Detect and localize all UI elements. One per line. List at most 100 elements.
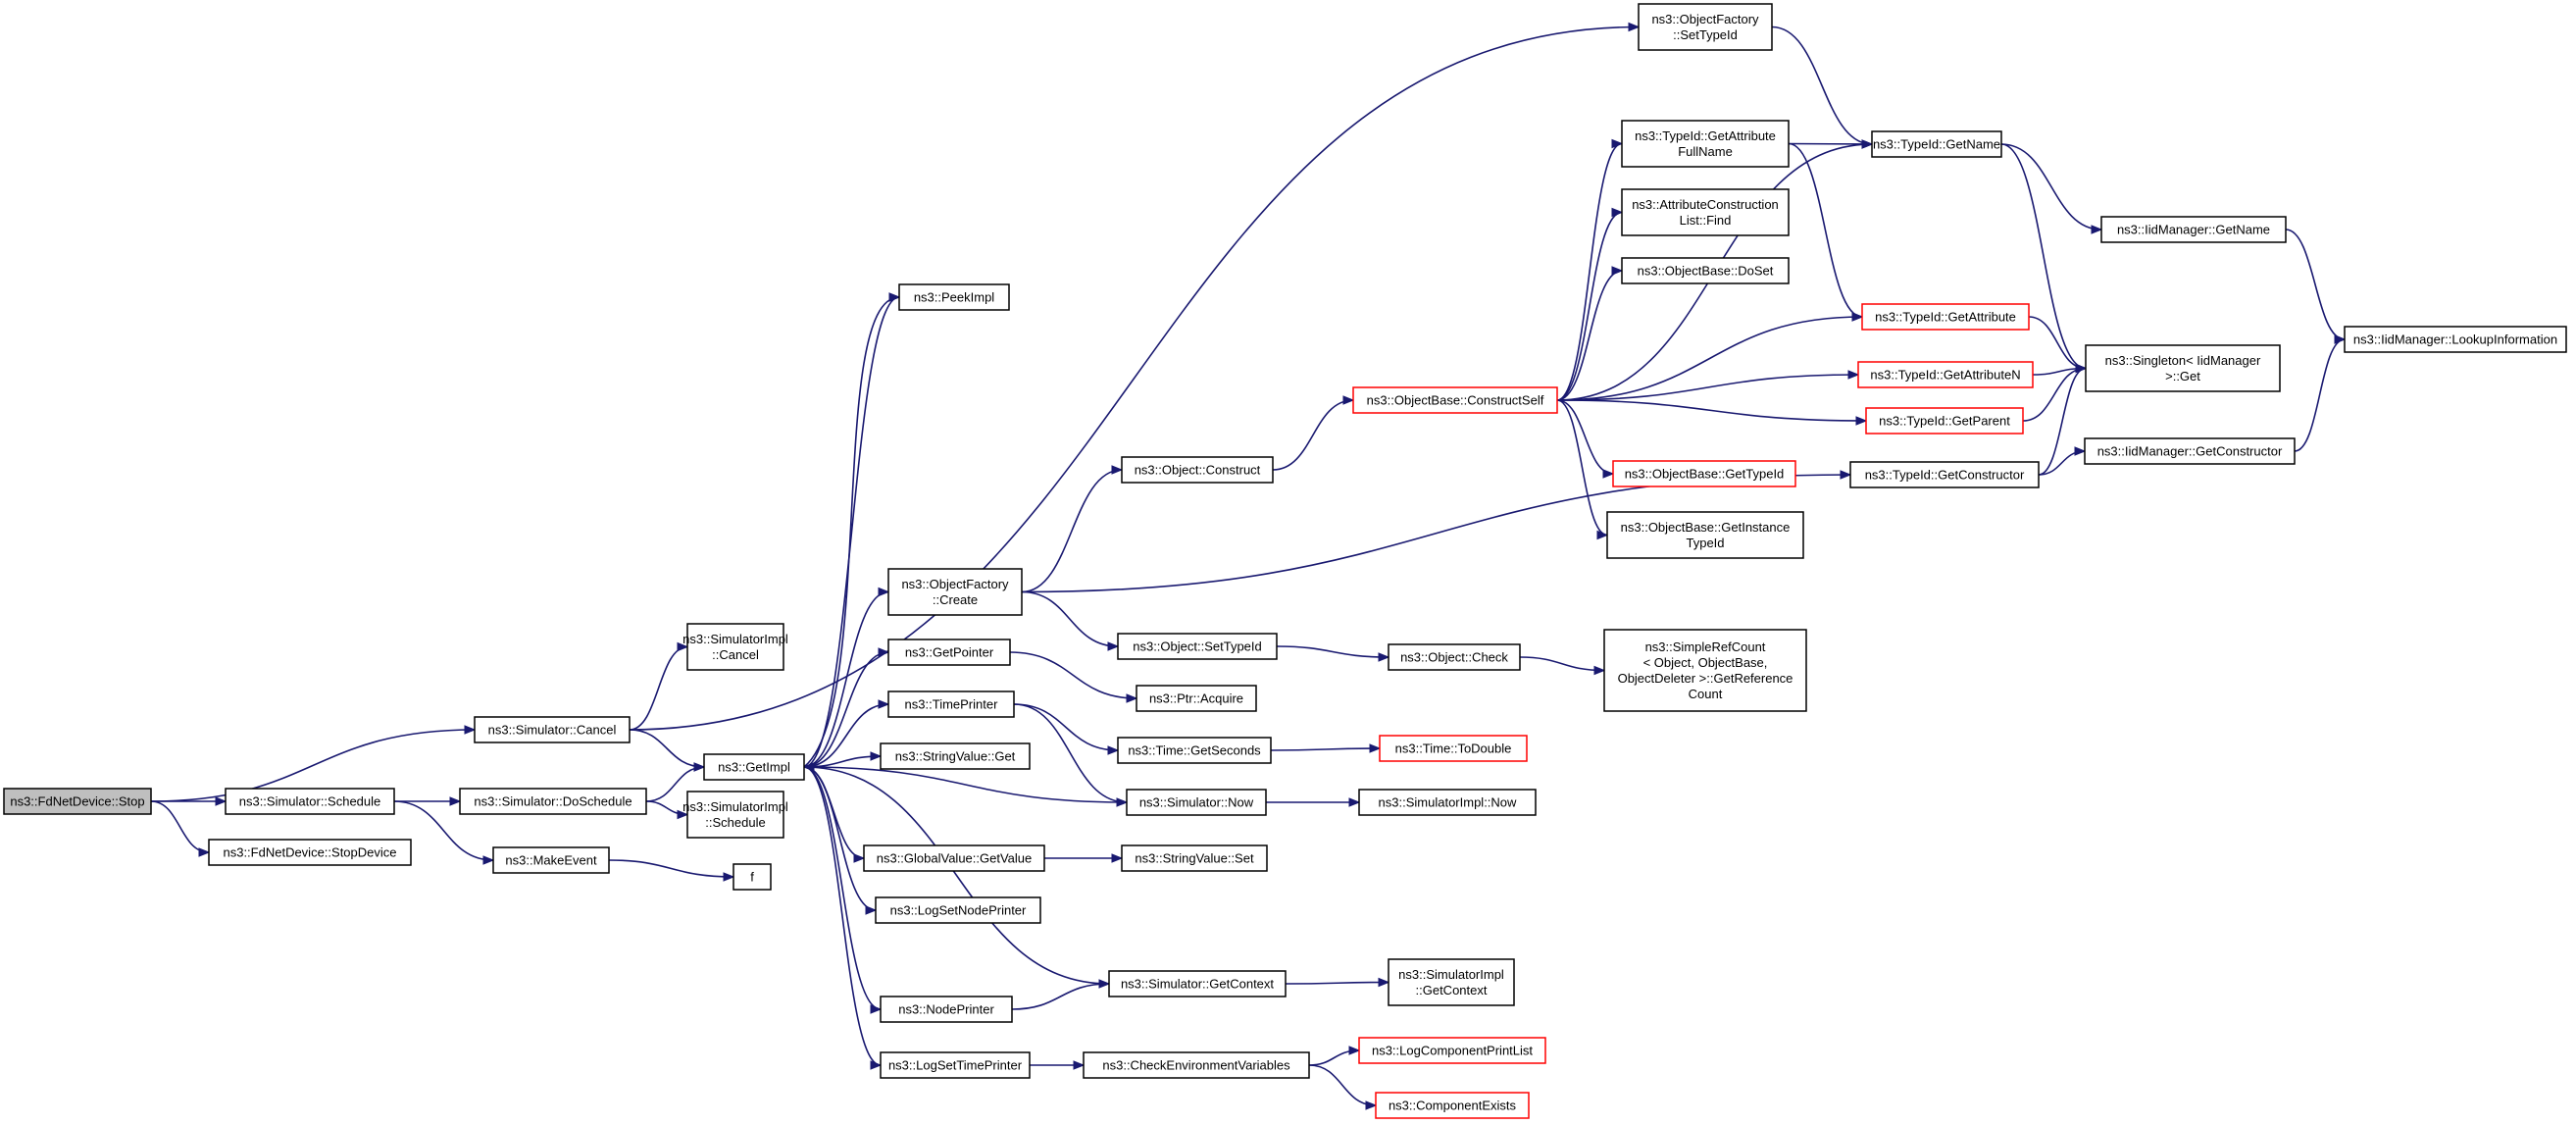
node-simgetcontext[interactable]: ns3::Simulator::GetContext xyxy=(1108,970,1287,997)
node-constructself[interactable]: ns3::ObjectBase::ConstructSelf xyxy=(1352,386,1558,414)
node-label: ns3::GlobalValue::GetValue xyxy=(877,851,1033,866)
arrowhead xyxy=(1593,665,1606,676)
node-label: ns3::Time::ToDouble xyxy=(1395,741,1512,756)
node-ofcreate[interactable]: ns3::ObjectFactory::Create xyxy=(887,568,1023,616)
edge-getattrfullname-to-typeidgetname xyxy=(1788,139,1874,149)
edge-typeidgetconstructor-to-singletonget xyxy=(2038,363,2088,476)
node-typeidgetname[interactable]: ns3::TypeId::GetName xyxy=(1871,130,2002,158)
node-objbasedoset[interactable]: ns3::ObjectBase::DoSet xyxy=(1621,257,1790,284)
node-timeprinter[interactable]: ns3::TimePrinter xyxy=(887,690,1015,718)
node-logsetnode[interactable]: ns3::LogSetNodePrinter xyxy=(875,896,1041,924)
node-label: ns3::TypeId::GetName xyxy=(1873,137,2000,152)
node-iidgetconstructor[interactable]: ns3::IidManager::GetConstructor xyxy=(2084,437,2296,465)
arrowhead xyxy=(198,847,211,857)
node-box xyxy=(1136,685,1257,712)
node-label: ns3::IidManager::LookupInformation xyxy=(2353,332,2557,347)
node-ptracquire[interactable]: ns3::Ptr::Acquire xyxy=(1136,685,1257,712)
edge-simcancel-to-implcancel xyxy=(629,641,689,731)
arrowhead xyxy=(1378,652,1390,662)
node-iidgetname[interactable]: ns3::IidManager::GetName xyxy=(2100,216,2287,243)
node-compexists[interactable]: ns3::ComponentExists xyxy=(1375,1092,1530,1119)
node-label: ns3::StringValue::Set xyxy=(1135,851,1254,866)
node-getimpl[interactable]: ns3::GetImpl xyxy=(703,753,805,781)
edge-getpointer-to-ptracquire xyxy=(1009,651,1138,703)
node-box xyxy=(1603,629,1807,712)
node-typeidgetattrn[interactable]: ns3::TypeId::GetAttributeN xyxy=(1857,361,2034,388)
node-implcancel[interactable]: ns3::SimulatorImpl::Cancel xyxy=(682,623,788,671)
arrowhead xyxy=(1348,797,1361,807)
node-gvgetvalue[interactable]: ns3::GlobalValue::GetValue xyxy=(863,844,1045,872)
edge-getattrfullname-to-typeidgetattr xyxy=(1788,142,1864,322)
edge-constructself-to-getinstancetypeid xyxy=(1556,399,1609,540)
node-iidlookup[interactable]: ns3::IidManager::LookupInformation xyxy=(2344,326,2567,353)
node-implgetcontext[interactable]: ns3::SimulatorImpl::GetContext xyxy=(1388,958,1515,1006)
node-refcount[interactable]: ns3::SimpleRefCount< Object, ObjectBase,… xyxy=(1603,629,1807,712)
node-label: FullName xyxy=(1678,144,1733,159)
node-label: ns3::ComponentExists xyxy=(1389,1099,1517,1113)
node-objsettypeid[interactable]: ns3::Object::SetTypeId xyxy=(1117,633,1278,660)
node-ofsettypeid[interactable]: ns3::ObjectFactory::SetTypeId xyxy=(1638,3,1773,51)
node-label: ns3::Ptr::Acquire xyxy=(1149,691,1243,706)
node-doschedule[interactable]: ns3::Simulator::DoSchedule xyxy=(459,788,647,815)
node-box xyxy=(3,788,152,815)
node-label: ns3::SimulatorImpl xyxy=(1398,967,1504,982)
node-getpointer[interactable]: ns3::GetPointer xyxy=(887,639,1011,666)
node-typeidgetconstructor[interactable]: ns3::TypeId::GetConstructor xyxy=(1849,461,2040,488)
node-label: ns3::ObjectFactory xyxy=(901,577,1009,591)
node-singletonget[interactable]: ns3::Singleton< IidManager>::Get xyxy=(2085,344,2281,392)
node-timegetseconds[interactable]: ns3::Time::GetSeconds xyxy=(1117,737,1272,764)
node-objcheck[interactable]: ns3::Object::Check xyxy=(1388,643,1521,671)
node-svset[interactable]: ns3::StringValue::Set xyxy=(1121,844,1268,872)
node-box xyxy=(875,896,1041,924)
node-label: ns3::IidManager::GetName xyxy=(2117,223,2270,237)
node-peekimpl[interactable]: ns3::PeekImpl xyxy=(898,283,1010,311)
node-objbasegettypeid[interactable]: ns3::ObjectBase::GetTypeId xyxy=(1612,460,1796,487)
edge-timegetseconds-to-timetodouble xyxy=(1270,743,1382,753)
node-label: ::GetContext xyxy=(1416,983,1488,997)
node-label: List::Find xyxy=(1680,213,1732,228)
node-stopdevice[interactable]: ns3::FdNetDevice::StopDevice xyxy=(208,839,412,866)
node-f[interactable]: f xyxy=(732,863,772,891)
edge-makeevent-to-f xyxy=(608,859,735,882)
node-timetodouble[interactable]: ns3::Time::ToDouble xyxy=(1379,735,1528,762)
arrowhead xyxy=(1611,138,1624,149)
node-simcancel[interactable]: ns3::Simulator::Cancel xyxy=(474,716,631,743)
node-box xyxy=(880,1051,1031,1079)
node-typeidgetattr[interactable]: ns3::TypeId::GetAttribute xyxy=(1861,303,2030,331)
arrowhead xyxy=(482,855,495,865)
node-logsettime[interactable]: ns3::LogSetTimePrinter xyxy=(880,1051,1031,1079)
node-schedule[interactable]: ns3::Simulator::Schedule xyxy=(225,788,395,815)
arrowhead xyxy=(1861,139,1874,149)
edge-getimpl-to-ofcreate xyxy=(803,587,890,768)
node-label: ns3::SimulatorImpl::Now xyxy=(1379,795,1517,810)
node-label: ns3::ObjectFactory xyxy=(1651,12,1759,26)
edge-timeprinter-to-simnow xyxy=(1013,703,1129,807)
edge-stop-to-stopdevice xyxy=(150,800,211,857)
node-stop[interactable]: ns3::FdNetDevice::Stop xyxy=(3,788,152,815)
node-implnow[interactable]: ns3::SimulatorImpl::Now xyxy=(1358,789,1537,816)
edge-doschedule-to-getimpl xyxy=(645,762,706,802)
node-box xyxy=(1121,456,1274,484)
node-label: Count xyxy=(1689,687,1723,701)
node-objconstruct[interactable]: ns3::Object::Construct xyxy=(1121,456,1274,484)
node-label: ns3::IidManager::GetConstructor xyxy=(2097,444,2283,459)
node-svget[interactable]: ns3::StringValue::Get xyxy=(880,742,1031,770)
node-label: ns3::Object::Check xyxy=(1400,650,1508,665)
node-makeevent[interactable]: ns3::MakeEvent xyxy=(492,846,610,874)
node-implschedule[interactable]: ns3::SimulatorImpl::Schedule xyxy=(682,791,788,839)
node-label: ns3::Singleton< IidManager xyxy=(2105,353,2261,368)
node-box xyxy=(1388,958,1515,1006)
node-typeidgetparent[interactable]: ns3::TypeId::GetParent xyxy=(1865,407,2024,435)
node-simnow[interactable]: ns3::Simulator::Now xyxy=(1126,789,1267,816)
node-logcomplist[interactable]: ns3::LogComponentPrintList xyxy=(1358,1037,1546,1064)
node-box xyxy=(1865,407,2024,435)
node-label: ns3::SimulatorImpl xyxy=(682,799,788,814)
edges-layer xyxy=(150,22,2347,1110)
node-box xyxy=(2100,216,2287,243)
node-nodeprinter[interactable]: ns3::NodePrinter xyxy=(880,996,1013,1023)
node-checkenv[interactable]: ns3::CheckEnvironmentVariables xyxy=(1083,1051,1310,1079)
